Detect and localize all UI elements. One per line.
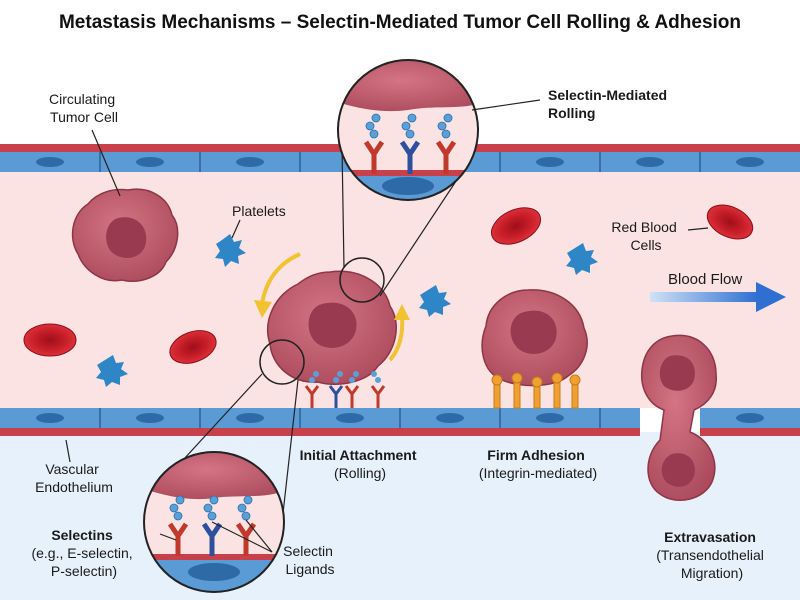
red-blood-cell	[706, 204, 754, 240]
inset-bottom-zoom	[143, 451, 285, 593]
bottom-vessel-wall	[0, 408, 800, 436]
circulating-tumor-cell	[71, 188, 179, 282]
extravasating-tumor-cell	[640, 334, 717, 501]
zoom-focus-top	[339, 257, 385, 303]
label-selectin-ligands: Selectin Ligands	[283, 543, 337, 577]
label-circulating-tumor-cell: Circulating Tumor Cell	[49, 91, 119, 125]
label-selectin-mediated-rolling: Selectin-Mediated Rolling	[548, 87, 671, 121]
red-blood-cell	[169, 330, 217, 364]
platelet	[419, 285, 451, 317]
label-vascular-endothelium: Vascular Endothelium	[35, 461, 113, 495]
inset-top-zoom	[337, 59, 479, 201]
platelet	[215, 234, 246, 267]
rolling-arrow-right	[388, 304, 410, 362]
zoom-focus-bottom	[259, 339, 305, 385]
diagram-title: Metastasis Mechanisms – Selectin-Mediate…	[59, 12, 741, 33]
label-extravasation: Extravasation (Transendothelial Migratio…	[656, 529, 768, 581]
platelet	[566, 243, 598, 275]
red-blood-cell	[490, 207, 542, 245]
integrin-bonds	[491, 372, 581, 409]
leader-lines	[65, 99, 709, 553]
label-red-blood-cells: Red Blood Cells	[611, 219, 680, 253]
label-blood-flow: Blood Flow	[668, 271, 742, 288]
rolling-tumor-cell	[267, 270, 397, 385]
platelet	[96, 355, 128, 387]
red-blood-cell	[23, 323, 77, 357]
label-initial-attachment: Initial Attachment (Rolling)	[300, 447, 421, 481]
selectin-bonds-rolling	[304, 371, 386, 408]
label-selectins: Selectins (e.g., E-selectin, P-selectin)	[31, 527, 136, 579]
label-firm-adhesion: Firm Adhesion (Integrin-mediated)	[479, 447, 597, 481]
label-platelets: Platelets	[232, 203, 286, 219]
blood-flow-arrow	[650, 282, 786, 312]
adherent-tumor-cell	[481, 289, 588, 387]
rolling-arrow-left	[254, 252, 301, 318]
